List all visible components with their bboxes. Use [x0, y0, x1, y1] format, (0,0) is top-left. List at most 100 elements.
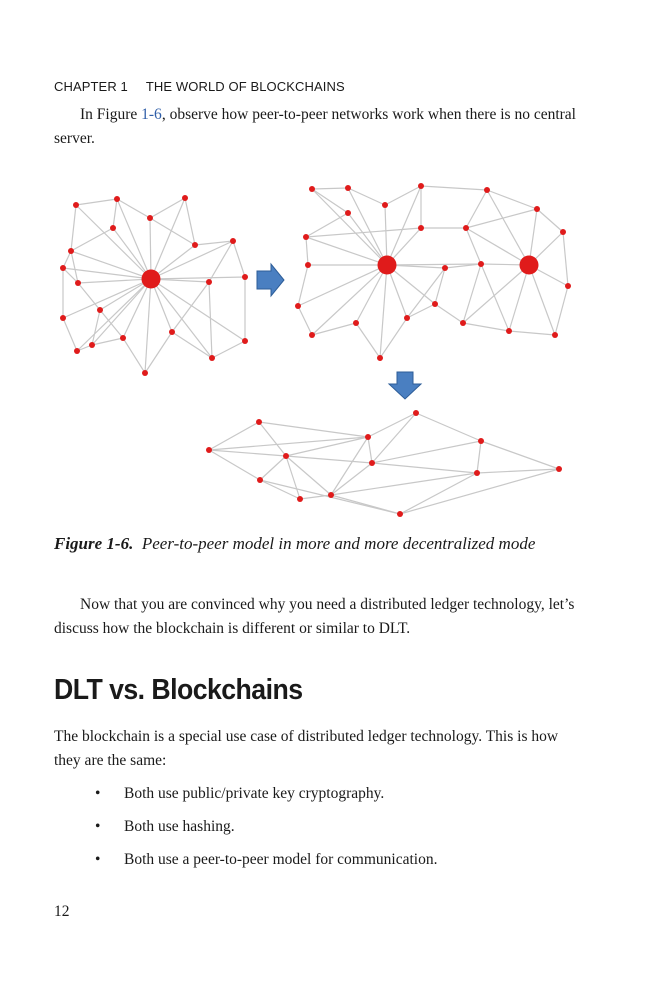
star-network-node — [74, 348, 80, 354]
star-network-edge — [91, 278, 152, 346]
mesh-network-edge — [367, 436, 373, 464]
two-hub-network-edge — [420, 185, 488, 191]
two-hub-network-edge — [355, 264, 388, 324]
mesh-network-edge — [371, 412, 417, 464]
star-network-edge — [232, 240, 246, 278]
star-network-edge — [91, 337, 124, 346]
section-heading: DLT vs. Blockchains — [54, 674, 303, 706]
star-network-edge — [91, 309, 101, 346]
star-network-node — [147, 215, 153, 221]
star-network-edge — [144, 278, 152, 374]
star-network-node — [75, 280, 81, 286]
star-network-edge — [150, 278, 173, 333]
two-hub-network-hub-node — [377, 255, 397, 275]
star-network-node — [97, 307, 103, 313]
two-hub-network-node — [432, 301, 438, 307]
two-hub-network-edge — [311, 264, 388, 336]
two-hub-network-edge — [465, 227, 530, 266]
arrow-down-icon — [387, 371, 423, 400]
list-item: • Both use public/private key cryptograp… — [0, 782, 659, 815]
two-hub-network-edge — [462, 264, 530, 324]
two-hub-network-edge — [486, 189, 530, 266]
mesh-network-node — [297, 496, 303, 502]
list-item: • Both use hashing. — [0, 815, 659, 848]
star-network-node — [60, 315, 66, 321]
mesh-network-node — [283, 453, 289, 459]
two-hub-network-edge — [347, 187, 388, 266]
network-figure — [60, 183, 571, 517]
two-hub-network-edge — [486, 189, 538, 210]
star-network-edge — [112, 227, 152, 280]
mesh-network-node — [256, 419, 262, 425]
list-item-text: Both use public/private key cryptography… — [124, 785, 385, 802]
section-body: The blockchain is a special use case of … — [54, 728, 559, 769]
bullet-icon: • — [95, 851, 101, 868]
mesh-network-node — [474, 470, 480, 476]
two-hub-network-edge — [384, 204, 388, 266]
two-hub-network-node — [345, 185, 351, 191]
two-hub-network-edge — [434, 267, 446, 305]
mesh-network-edge — [476, 468, 560, 474]
star-network-edge — [122, 278, 152, 339]
mesh-network-edge — [371, 440, 482, 464]
two-hub-network-edge — [562, 231, 569, 287]
star-network-edge — [149, 197, 186, 219]
mesh-network-edge — [259, 455, 287, 481]
star-network-node — [110, 225, 116, 231]
two-hub-network-node — [305, 262, 311, 268]
star-network-edge — [99, 309, 124, 339]
two-hub-network-node — [506, 328, 512, 334]
two-hub-network-edge — [554, 285, 569, 336]
star-network-edge — [122, 337, 146, 374]
two-hub-network-node — [377, 355, 383, 361]
two-hub-network-edge — [508, 264, 530, 332]
star-network-edge — [149, 217, 152, 280]
star-network-edge — [99, 278, 152, 311]
two-hub-network-node — [382, 202, 388, 208]
two-hub-network-edge — [379, 264, 388, 359]
bullet-icon: • — [95, 818, 101, 835]
two-hub-network-node — [295, 303, 301, 309]
star-network-edge — [149, 217, 196, 246]
chapter-label: CHAPTER 1 — [54, 79, 128, 94]
star-network-edge — [62, 267, 152, 280]
star-network-edge — [62, 267, 79, 284]
two-hub-network-node — [345, 210, 351, 216]
list-item-text: Both use hashing. — [124, 818, 235, 835]
two-hub-network-edge — [386, 263, 482, 266]
transition-text: Now that you are convinced why you need … — [54, 596, 575, 637]
star-network-edge — [62, 317, 78, 352]
two-hub-network-edge — [462, 322, 510, 332]
two-hub-network-edge — [406, 267, 446, 319]
two-hub-network-node — [353, 320, 359, 326]
mesh-network-edge — [415, 412, 482, 442]
two-hub-network-node — [309, 332, 315, 338]
mesh-network-node — [556, 466, 562, 472]
two-hub-network-node — [442, 265, 448, 271]
star-network-edge — [70, 227, 114, 252]
list-item-text: Both use a peer-to-peer model for commun… — [124, 851, 438, 868]
mesh-network-edge — [330, 494, 401, 515]
two-hub-network-edge — [508, 330, 556, 336]
star-network-edge — [150, 278, 246, 342]
transition-paragraph: Now that you are convinced why you need … — [54, 593, 584, 641]
mesh-network-edge — [371, 462, 478, 474]
two-hub-network-hub-node — [519, 255, 539, 275]
star-network-node — [120, 335, 126, 341]
figure-caption: Figure 1-6. Peer-to-peer model in more a… — [54, 533, 614, 555]
star-network-edge — [76, 278, 152, 352]
two-hub-network-node — [418, 225, 424, 231]
star-network-edge — [112, 198, 118, 229]
two-hub-network-node — [309, 186, 315, 192]
two-hub-network-edge — [384, 185, 422, 206]
star-network-edge — [70, 250, 79, 284]
intro-text-after: , observe how peer-to-peer networks work… — [54, 106, 576, 147]
two-hub-network-edge — [536, 208, 564, 233]
star-network-edge — [144, 331, 173, 374]
mesh-network-edge — [476, 440, 482, 474]
star-network-node — [192, 242, 198, 248]
figure-reference-link[interactable]: 1-6 — [141, 106, 162, 123]
two-hub-network-edge — [406, 303, 436, 319]
